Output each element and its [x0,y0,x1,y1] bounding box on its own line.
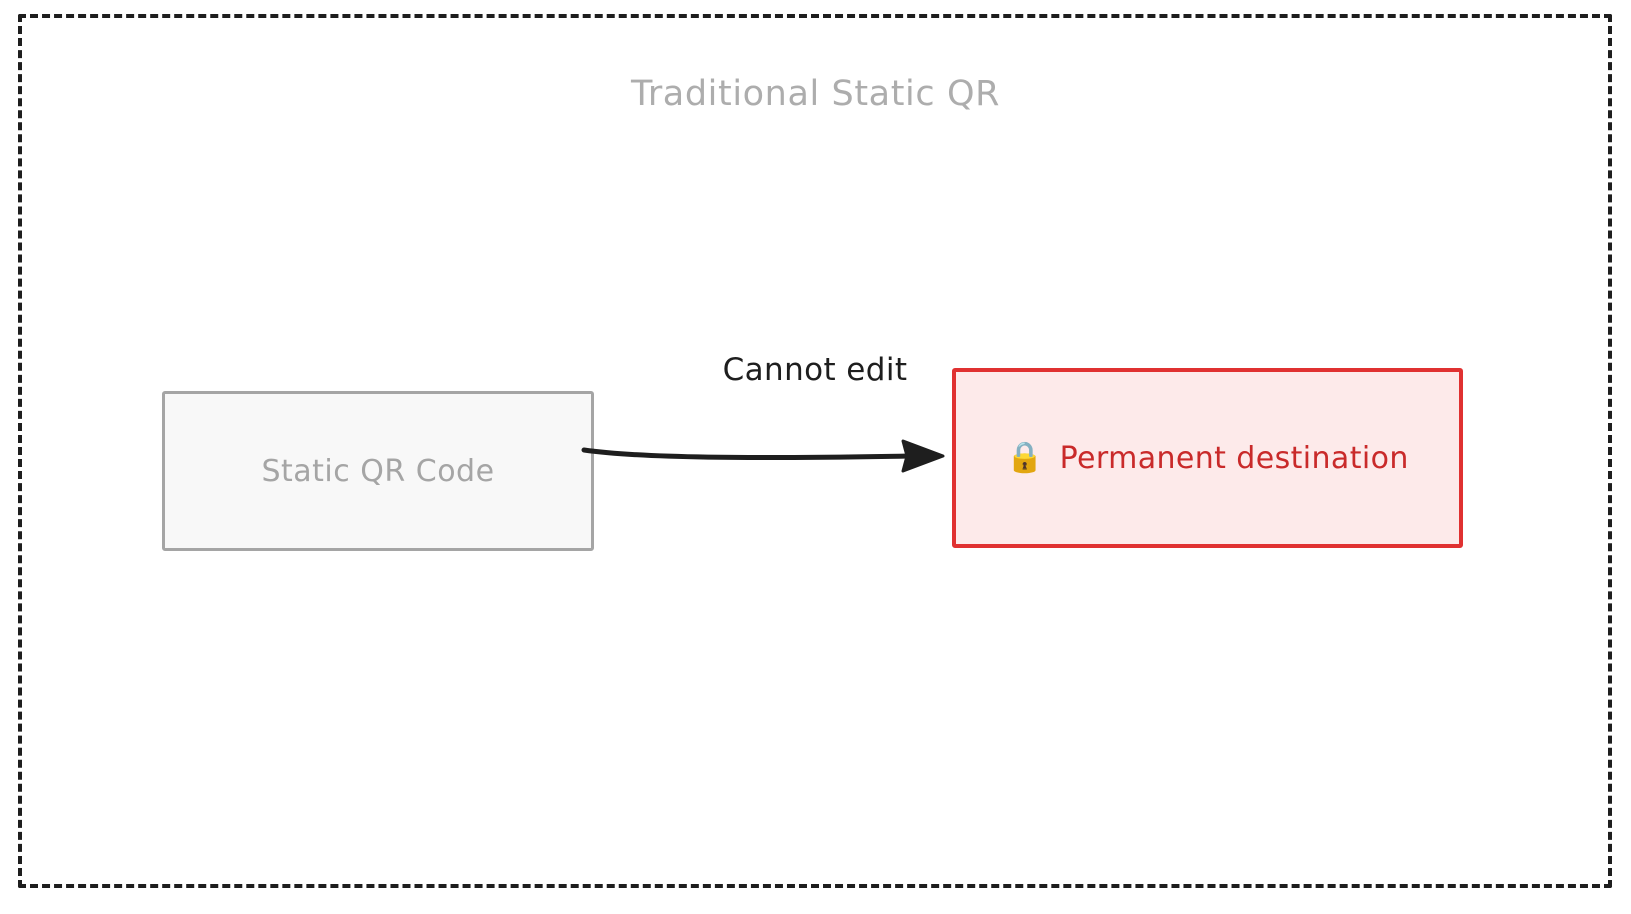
node-permanent-destination-label: Permanent destination [1059,440,1409,476]
node-permanent-destination[interactable]: 🔒 Permanent destination [952,368,1463,548]
node-permanent-destination-content: 🔒 Permanent destination [956,441,1459,476]
frame-traditional-static-qr [18,14,1612,888]
node-static-qr-code-label: Static QR Code [261,453,495,489]
frame-title: Traditional Static QR [630,74,1001,114]
node-static-qr-code[interactable]: Static QR Code [162,391,594,551]
lock-icon: 🔒 [1006,440,1044,475]
edge-label-cannot-edit: Cannot edit [722,352,908,388]
